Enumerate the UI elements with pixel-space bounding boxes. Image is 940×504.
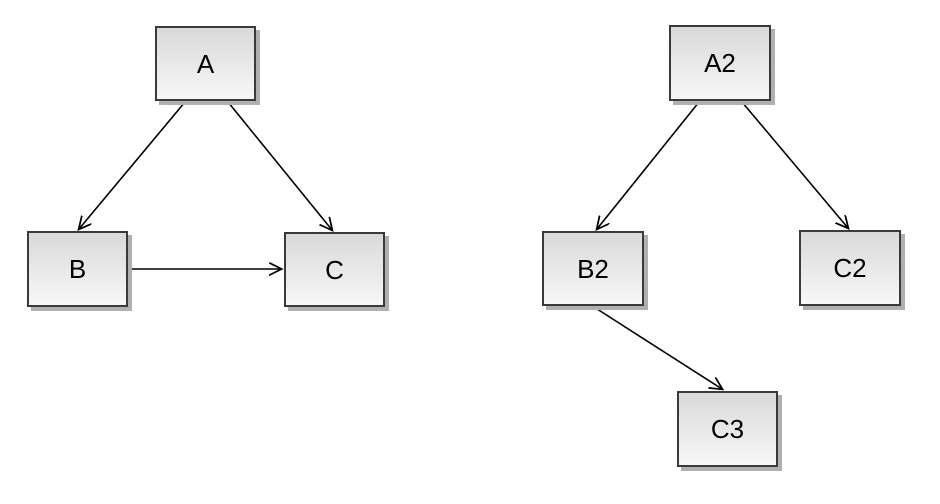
edge-a2-c2	[741, 101, 848, 228]
node-b: B	[27, 231, 128, 307]
node-c2: C2	[799, 230, 901, 306]
edge-a-c	[227, 101, 332, 230]
edge-b2-c3	[593, 306, 722, 389]
edge-a2-b2	[597, 101, 700, 229]
node-b2: B2	[542, 231, 644, 306]
node-a: A	[155, 26, 256, 101]
node-label: B2	[577, 253, 609, 284]
node-label: B	[68, 254, 87, 284]
node-label: C	[325, 254, 344, 285]
node-c3: C3	[677, 391, 778, 467]
node-label: A	[196, 48, 215, 79]
node-label: A2	[704, 48, 736, 78]
node-a2: A2	[669, 25, 771, 101]
node-label: C3	[710, 414, 745, 444]
node-label: C2	[833, 253, 867, 283]
node-c: C	[284, 232, 385, 307]
edge-a-b	[79, 101, 186, 229]
